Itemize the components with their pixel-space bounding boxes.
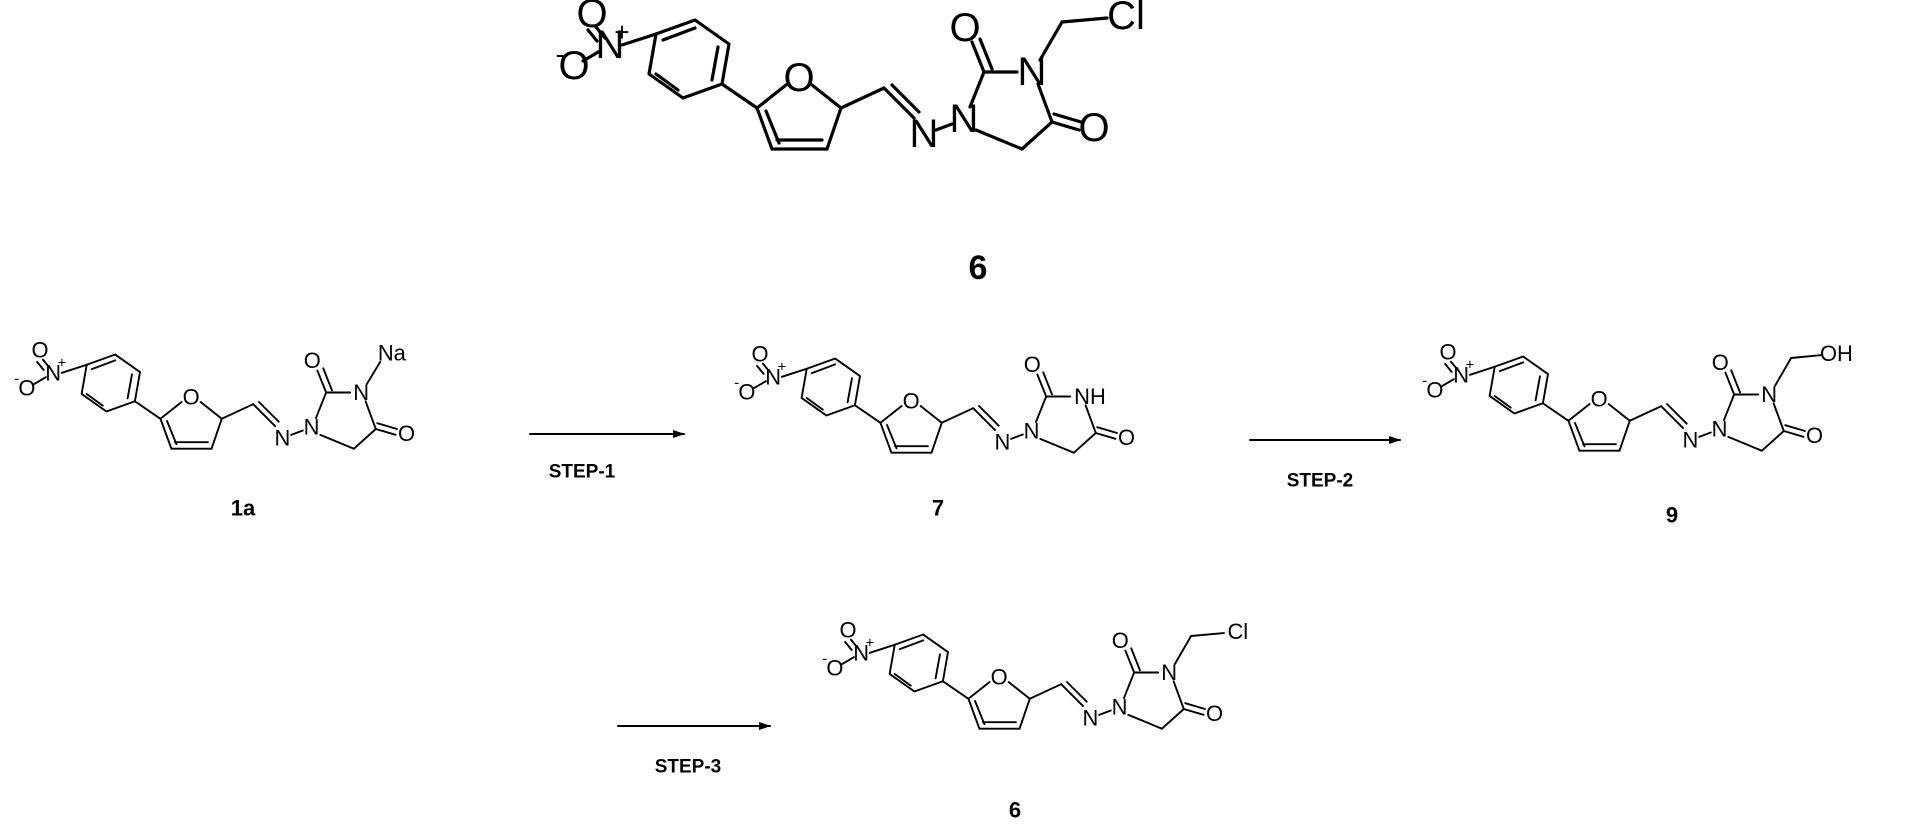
imine-nitrogen-atom: N <box>1682 427 1698 452</box>
compound-6-label-product: 6 <box>1009 798 1021 823</box>
compound-6-label-top: 6 <box>969 249 988 287</box>
chlorine-atom: Cl <box>1107 0 1145 38</box>
hydroxyl-group: OH <box>1820 341 1853 366</box>
nitro-minus-charge: - <box>734 375 739 391</box>
carbonyl-oxygen-c4-atom: O <box>1806 423 1823 448</box>
nitro-oxygen-top-atom: O <box>751 342 768 367</box>
furan-oxygen-atom: O <box>183 384 200 409</box>
furan-oxygen-atom: O <box>1591 386 1608 411</box>
carbonyl-oxygen-c2-atom: O <box>949 6 980 50</box>
nitro-minus-charge: - <box>556 39 565 69</box>
imide-nh-atom: NH <box>1074 384 1106 409</box>
step-1-label: STEP-1 <box>549 462 616 483</box>
imine-nitrogen-atom: N <box>910 112 939 156</box>
compound-7-structure: ON+O-ONNONHO <box>734 342 1135 455</box>
carbonyl-oxygen-c4-atom: O <box>1206 701 1223 726</box>
furan-oxygen-atom: O <box>991 664 1008 689</box>
imine-nitrogen-atom: N <box>274 425 290 450</box>
imine-nitrogen-atom: N <box>1082 705 1098 730</box>
nitro-minus-charge: - <box>1422 373 1427 389</box>
compound-6-structure-product: ON+O-ONNONO Cl <box>822 618 1248 731</box>
hydantoin-n1-atom: N <box>1112 694 1128 719</box>
hydantoin-n1-atom: N <box>950 97 979 141</box>
furan-oxygen-atom: O <box>903 388 920 413</box>
furan-oxygen-atom: O <box>783 56 814 100</box>
hydantoin-n1-atom: N <box>1024 418 1040 443</box>
nitro-plus-charge: + <box>1466 357 1475 373</box>
carbonyl-oxygen-c4-atom: O <box>1118 425 1135 450</box>
nitro-plus-charge: + <box>778 359 787 375</box>
nitro-minus-charge: - <box>14 371 19 387</box>
compound-6-structure-top: ON+O-ONNONO Cl <box>556 0 1145 156</box>
carbonyl-oxygen-c2-atom: O <box>1112 628 1129 653</box>
nitro-oxygen-bottom-atom: O <box>826 656 843 681</box>
hydantoin-n1-atom: N <box>304 414 320 439</box>
nitro-oxygen-top-atom: O <box>31 338 48 363</box>
compound-9-structure: ON+O-ONNONO OH <box>1422 340 1853 453</box>
nitro-minus-charge: - <box>822 651 827 667</box>
nitro-oxygen-bottom-atom: O <box>18 376 35 401</box>
nitro-plus-charge: + <box>58 355 67 371</box>
imine-nitrogen-atom: N <box>994 429 1010 454</box>
nitro-oxygen-top-atom: O <box>1439 340 1456 365</box>
carbonyl-oxygen-c2-atom: O <box>304 348 321 373</box>
step-3-label: STEP-3 <box>655 757 722 778</box>
compound-1a-label: 1a <box>231 496 256 521</box>
nitro-oxygen-top-atom: O <box>839 618 856 643</box>
compound-7-label: 7 <box>932 496 944 521</box>
sodium-atom: Na <box>378 341 407 366</box>
carbonyl-oxygen-c2-atom: O <box>1024 352 1041 377</box>
compound-9-label: 9 <box>1666 503 1678 528</box>
compound-1a-structure: ON+O-ONNONO Na <box>14 338 415 451</box>
nitro-oxygen-bottom-atom: O <box>738 380 755 405</box>
carbonyl-oxygen-c4-atom: O <box>1078 106 1109 150</box>
hydantoin-n1-atom: N <box>1712 416 1728 441</box>
nitro-plus-charge: + <box>866 635 875 651</box>
carbonyl-oxygen-c4-atom: O <box>398 421 415 446</box>
carbonyl-oxygen-c2-atom: O <box>1712 350 1729 375</box>
nitro-oxygen-bottom-atom: O <box>1426 378 1443 403</box>
chlorine-atom: Cl <box>1227 619 1248 644</box>
step-2-label: STEP-2 <box>1287 471 1354 492</box>
